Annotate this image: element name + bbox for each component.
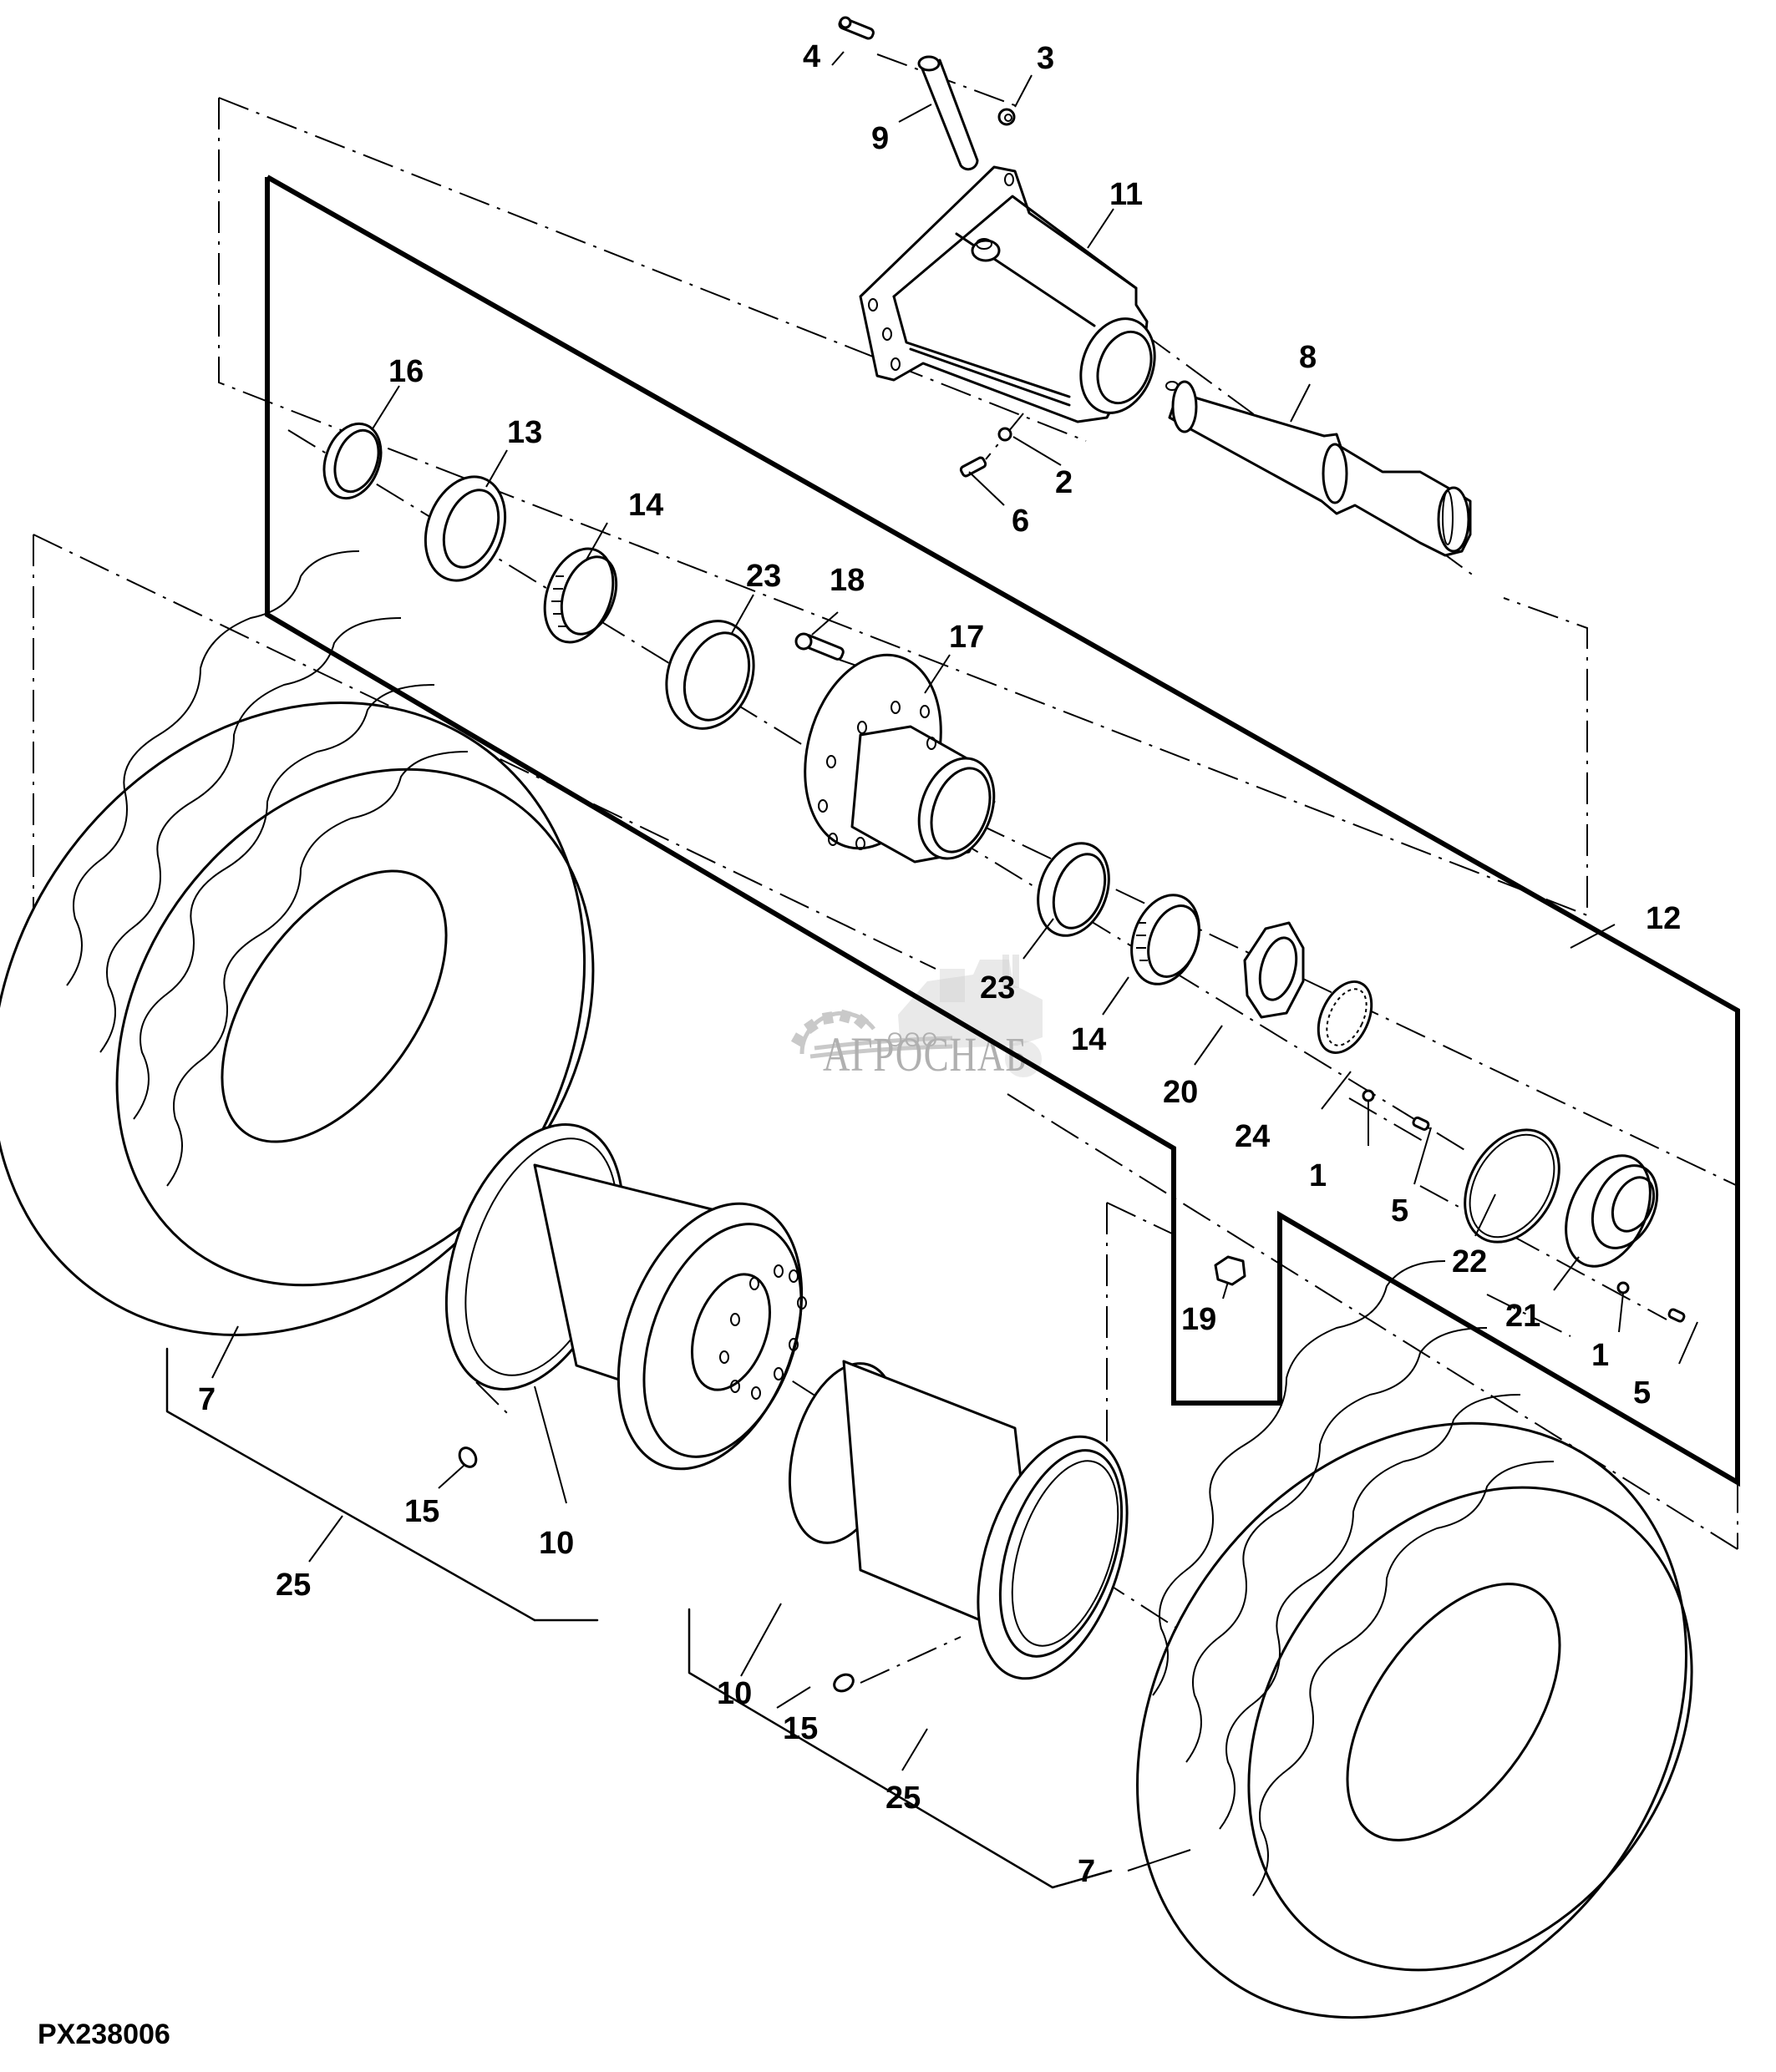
callout-7-outer: 7: [1078, 1854, 1095, 1889]
leader-lines: [211, 51, 1698, 1872]
callout-20: 20: [1163, 1075, 1198, 1110]
callout-15: 15: [404, 1494, 439, 1529]
wheel-group-bracket-left: [165, 1347, 536, 1622]
figure-id-label: PX238006: [38, 2019, 170, 2050]
part-14-cone-bearing[interactable]: [532, 540, 626, 652]
part-5-cap-screw[interactable]: [1412, 1116, 1430, 1131]
hub-assembly-frame: [265, 177, 1740, 1487]
callout-21: 21: [1505, 1299, 1540, 1334]
callout-2: 2: [1055, 465, 1073, 500]
callout-5-cap: 5: [1633, 1375, 1651, 1411]
part-15-valve-stem-outer[interactable]: [831, 1671, 856, 1695]
callout-22: 22: [1452, 1244, 1487, 1279]
callout-5: 5: [1391, 1193, 1408, 1229]
part-7-tire-right[interactable]: [1024, 1260, 1776, 2072]
callout-23: 23: [746, 559, 781, 594]
part-13-seal[interactable]: [412, 465, 519, 591]
part-10-rim-outer[interactable]: [772, 1351, 1155, 1697]
part-14-cone-bearing-outer[interactable]: [1119, 885, 1210, 993]
callout-14: 14: [628, 488, 663, 523]
callout-12: 12: [1646, 901, 1681, 936]
part-23-bearing-cup[interactable]: [652, 609, 768, 741]
wheel-group-bracket-right: [688, 1608, 1113, 1889]
watermark-logo: ООО АГРОСНАБ: [790, 955, 1043, 1082]
part-8-spindle[interactable]: [1165, 380, 1472, 557]
tire-tread-icon: [1152, 1260, 1555, 1897]
part-1-lock-washer-cap[interactable]: [1616, 1281, 1630, 1294]
callout-17: 17: [949, 620, 984, 655]
callout-13: 13: [507, 415, 542, 450]
callout-1: 1: [1309, 1158, 1327, 1193]
callout-18: 18: [830, 563, 865, 598]
callout-1-cap: 1: [1591, 1338, 1609, 1373]
part-23-bearing-cup-inner[interactable]: [1026, 833, 1121, 945]
callout-6: 6: [1012, 504, 1029, 539]
part-21-hub-cap[interactable]: [1550, 1142, 1670, 1280]
part-16-seal-ring[interactable]: [314, 416, 391, 506]
part-20-slotted-nut[interactable]: [1243, 921, 1305, 1019]
part-10-rim-inner[interactable]: [413, 1100, 835, 1494]
watermark-prefix: ООО: [887, 1029, 939, 1051]
part-7-tire-left[interactable]: [0, 550, 706, 1451]
callout-14-outer: 14: [1071, 1022, 1106, 1057]
callout-10: 10: [539, 1526, 574, 1561]
callout-19: 19: [1181, 1302, 1216, 1337]
callout-7: 7: [198, 1382, 216, 1417]
part-11-spindle-housing[interactable]: [859, 165, 1167, 423]
watermark-name: АГРОСНАБ: [823, 1027, 1028, 1082]
part-15-valve-stem[interactable]: [456, 1445, 480, 1470]
part-24-lock-plate[interactable]: [1308, 973, 1383, 1061]
callout-25: 25: [276, 1568, 311, 1603]
part-2-lock-nut[interactable]: [997, 427, 1012, 442]
rim-bolt-holes: [719, 1264, 807, 1400]
callout-10-outer: 10: [717, 1676, 752, 1711]
callout-4: 4: [803, 39, 820, 74]
part-1-lock-washer[interactable]: [1362, 1089, 1375, 1102]
callout-11: 11: [1109, 177, 1143, 212]
part-22-gasket[interactable]: [1446, 1113, 1579, 1259]
callout-9: 9: [871, 121, 889, 156]
part-6-cap-screw[interactable]: [959, 456, 987, 478]
tire-tread-icon: [66, 550, 469, 1187]
part-4-bolt[interactable]: [838, 16, 875, 40]
callout-25-outer: 25: [885, 1781, 921, 1816]
part-5-cap-screw-cap[interactable]: [1667, 1308, 1686, 1323]
part-19-wheel-nut[interactable]: [1214, 1255, 1246, 1286]
callout-23-inner: 23: [980, 970, 1015, 1006]
callout-3: 3: [1037, 41, 1054, 76]
part-3-nut[interactable]: [997, 108, 1016, 126]
callouts: 4 3 9 11 8 2 6 16 13 14 23 18 17 23 14 2…: [198, 39, 1681, 1889]
part-17-hub[interactable]: [784, 640, 1007, 869]
watermark-gear-icon: [790, 1009, 875, 1055]
part-18-wheel-stud[interactable]: [794, 632, 845, 661]
callout-24: 24: [1235, 1119, 1270, 1154]
part-9-pin[interactable]: [917, 55, 979, 171]
callout-16: 16: [388, 354, 424, 389]
callout-15-outer: 15: [783, 1711, 818, 1746]
callout-8: 8: [1299, 340, 1317, 375]
